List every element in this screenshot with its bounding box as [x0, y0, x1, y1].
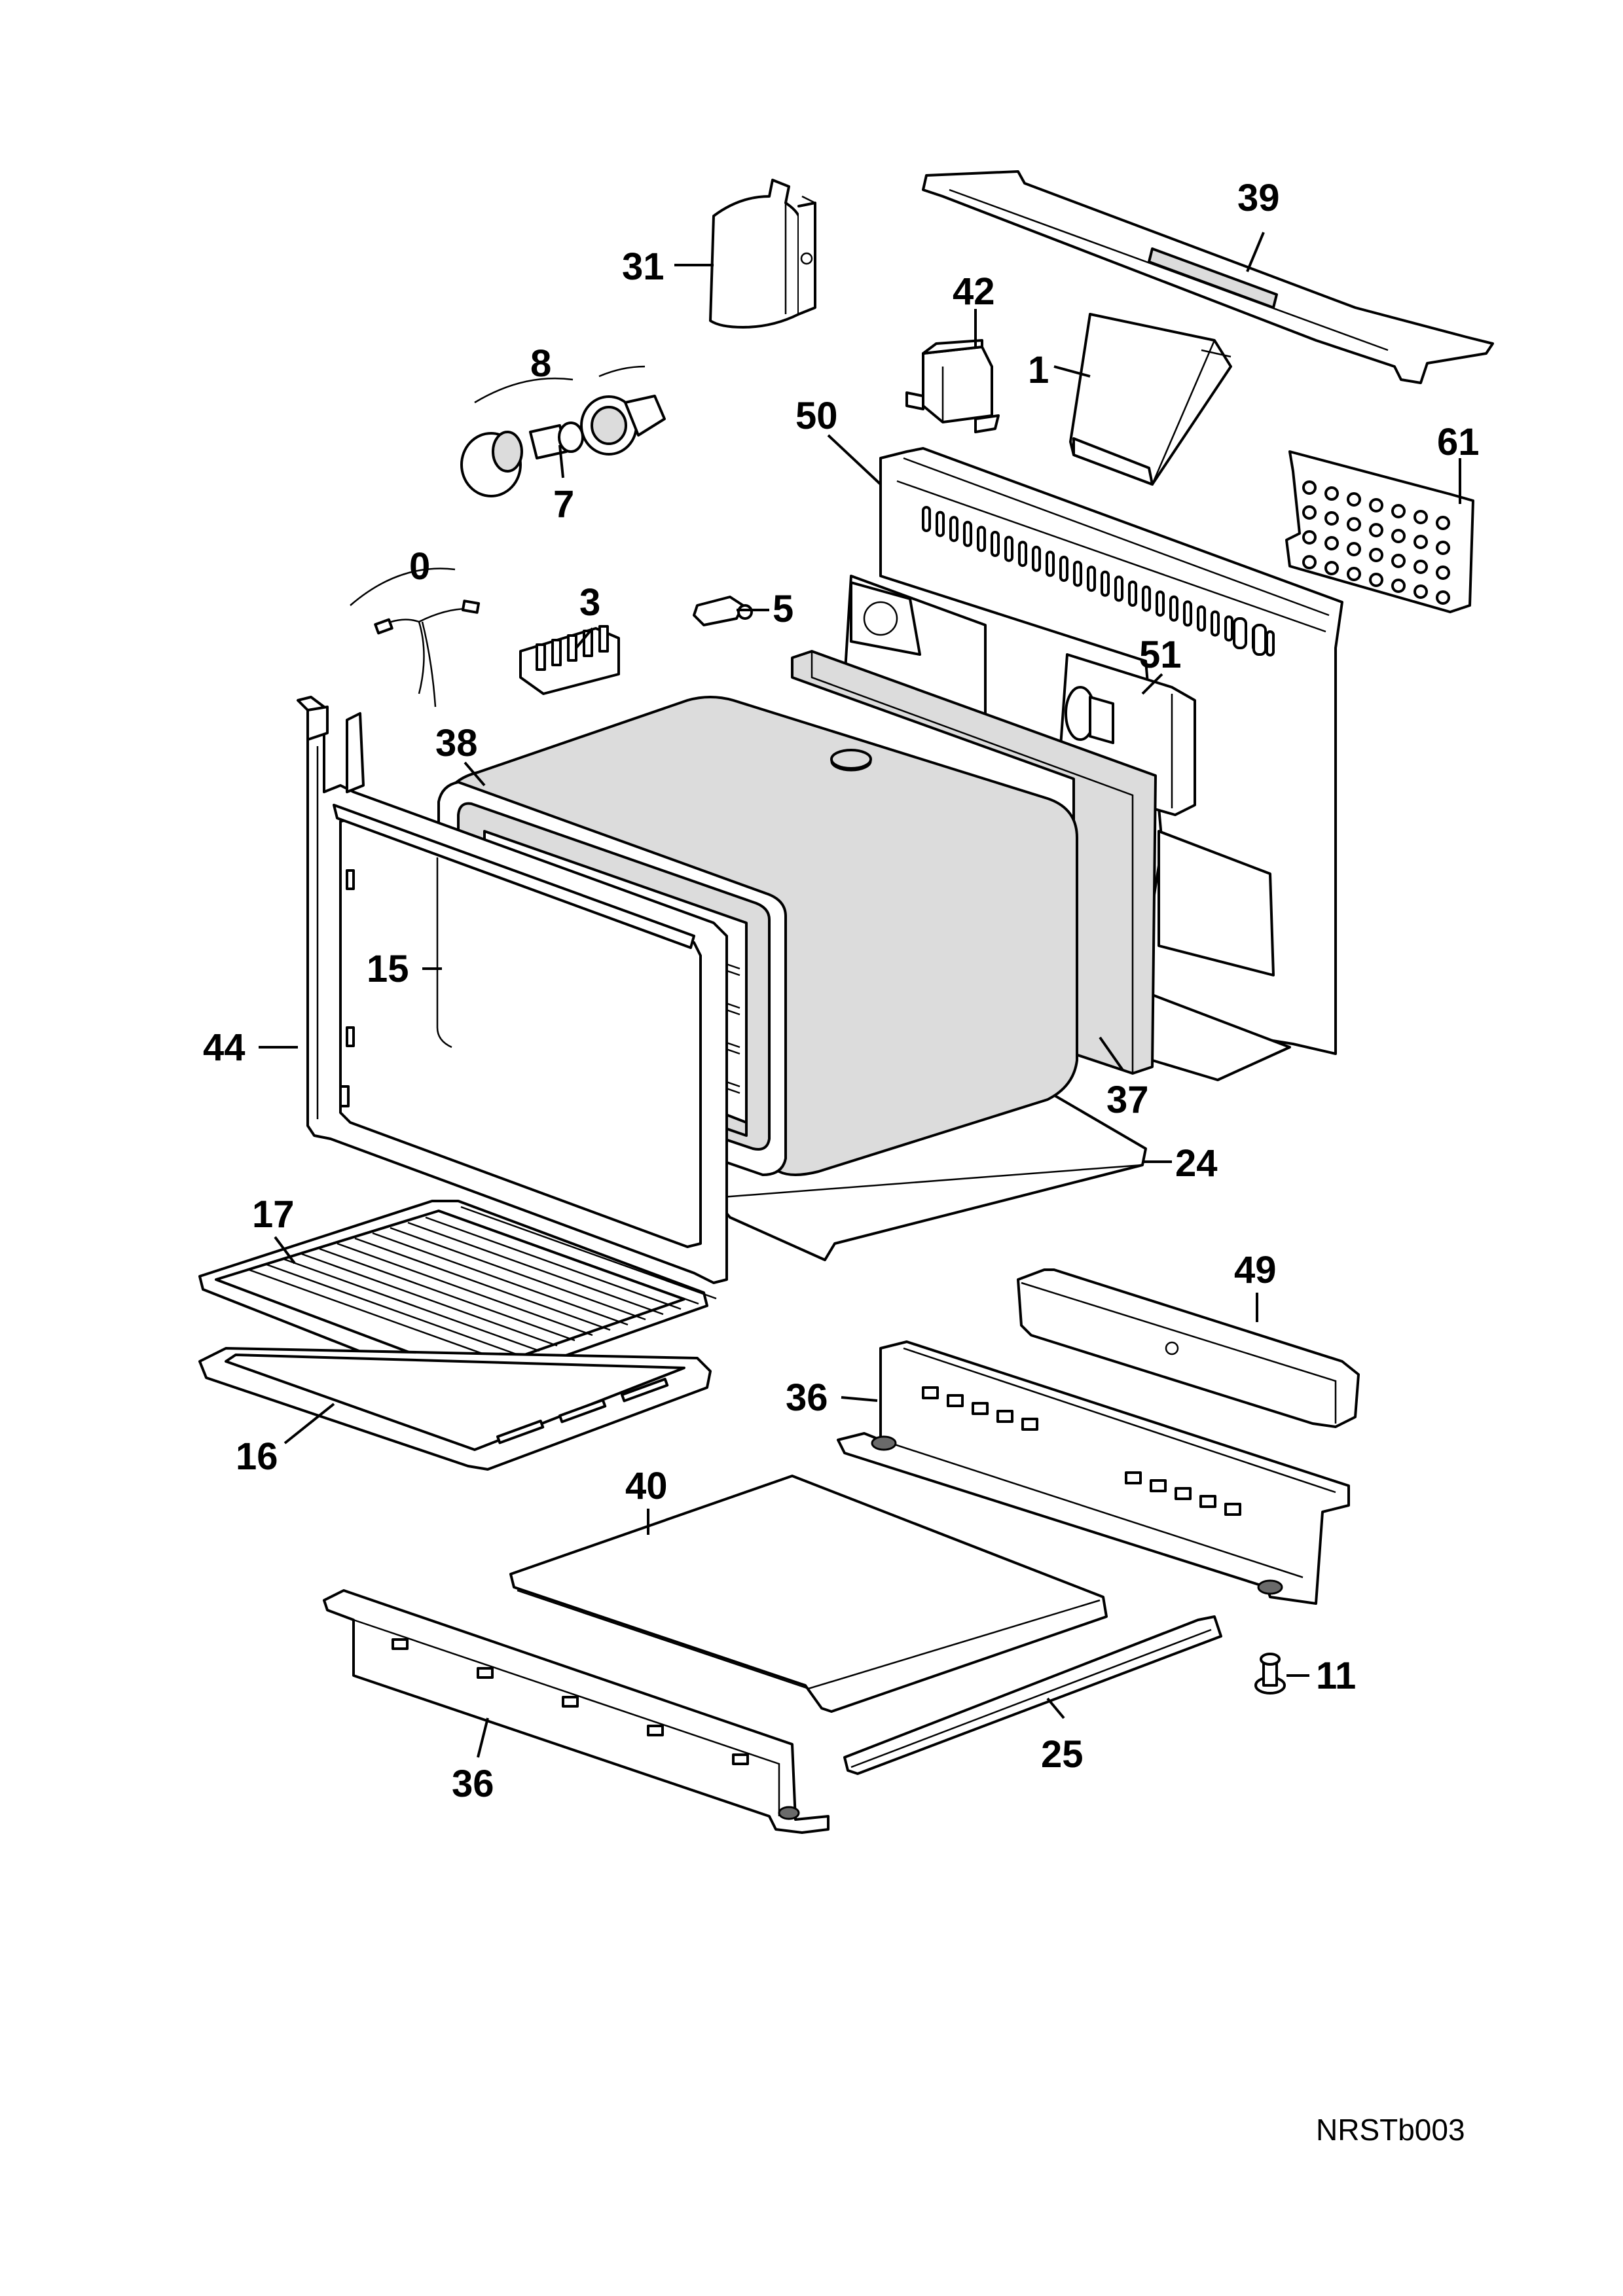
part-11-adjustable-foot: [1254, 1653, 1286, 1695]
part-49-control-housing: [1017, 1268, 1360, 1428]
callout-17: 17: [252, 1193, 295, 1236]
part-61-perforated-plate: [1285, 450, 1474, 613]
callout-61: 61: [1437, 421, 1480, 463]
part-36-upper-side-rail: [837, 1340, 1350, 1605]
callout-31: 31: [622, 245, 665, 288]
callout-37: 37: [1106, 1079, 1149, 1121]
callout-labels: 31 39 42 8 1 7 50 61 0 3 5 51 38 15 44 3…: [203, 177, 1480, 1805]
part-0-wiring: [350, 567, 481, 708]
callout-24: 24: [1175, 1142, 1218, 1185]
part-1-air-duct: [1069, 313, 1232, 486]
callout-38: 38: [435, 722, 478, 764]
part-16-baking-tray: [198, 1347, 712, 1471]
callout-25: 25: [1041, 1733, 1084, 1776]
shelf-wires: [248, 1206, 717, 1363]
part-3-terminal-block: [519, 625, 620, 695]
callout-7: 7: [553, 483, 574, 526]
callout-36-lower: 36: [452, 1763, 494, 1805]
part-31-heat-shield: [709, 179, 816, 329]
plate-holes: [1302, 480, 1450, 605]
callout-8: 8: [530, 342, 551, 385]
callout-11: 11: [1316, 1655, 1356, 1697]
callout-1: 1: [1028, 349, 1049, 391]
part-8-oven-lamp: [460, 365, 666, 497]
callout-42: 42: [953, 270, 995, 313]
rail-slots: [392, 1638, 749, 1765]
ventilation-slots: [922, 506, 1275, 656]
lamp-bulb: [529, 422, 584, 459]
part-36-lower-side-rail: [323, 1589, 830, 1834]
tray-slots: [496, 1378, 669, 1444]
callout-3: 3: [579, 581, 600, 624]
part-42-switch-box: [905, 339, 1000, 433]
callout-5: 5: [773, 588, 793, 630]
rail-slots: [922, 1386, 1241, 1516]
leader-lines: [259, 232, 1461, 1758]
callout-40: 40: [625, 1465, 668, 1507]
callout-50: 50: [795, 395, 838, 437]
callout-16: 16: [236, 1435, 278, 1478]
part-17-wire-shelf: [198, 1200, 717, 1389]
callout-44: 44: [203, 1026, 246, 1069]
callout-36-upper: 36: [786, 1376, 828, 1419]
part-37-insulation-back: [791, 650, 1157, 1075]
part-44-front-frame: [297, 696, 728, 1284]
callout-15: 15: [367, 948, 409, 990]
lamp-holder: [580, 395, 666, 456]
back-frame: [843, 575, 1291, 1081]
part-15-door-seal: [436, 857, 452, 1049]
part-5-thermal-cutout: [693, 596, 753, 626]
callout-0: 0: [409, 545, 430, 588]
callout-51: 51: [1139, 634, 1182, 676]
diagram-code: NRSTb003: [1316, 2113, 1465, 2147]
part-39-top-rail: [922, 170, 1494, 384]
callout-39: 39: [1237, 177, 1280, 219]
part-40-base-plate: [509, 1475, 1108, 1713]
callout-49: 49: [1234, 1249, 1277, 1291]
lamp-glass-cover: [460, 431, 523, 497]
part-25-bottom-rail: [843, 1615, 1222, 1775]
